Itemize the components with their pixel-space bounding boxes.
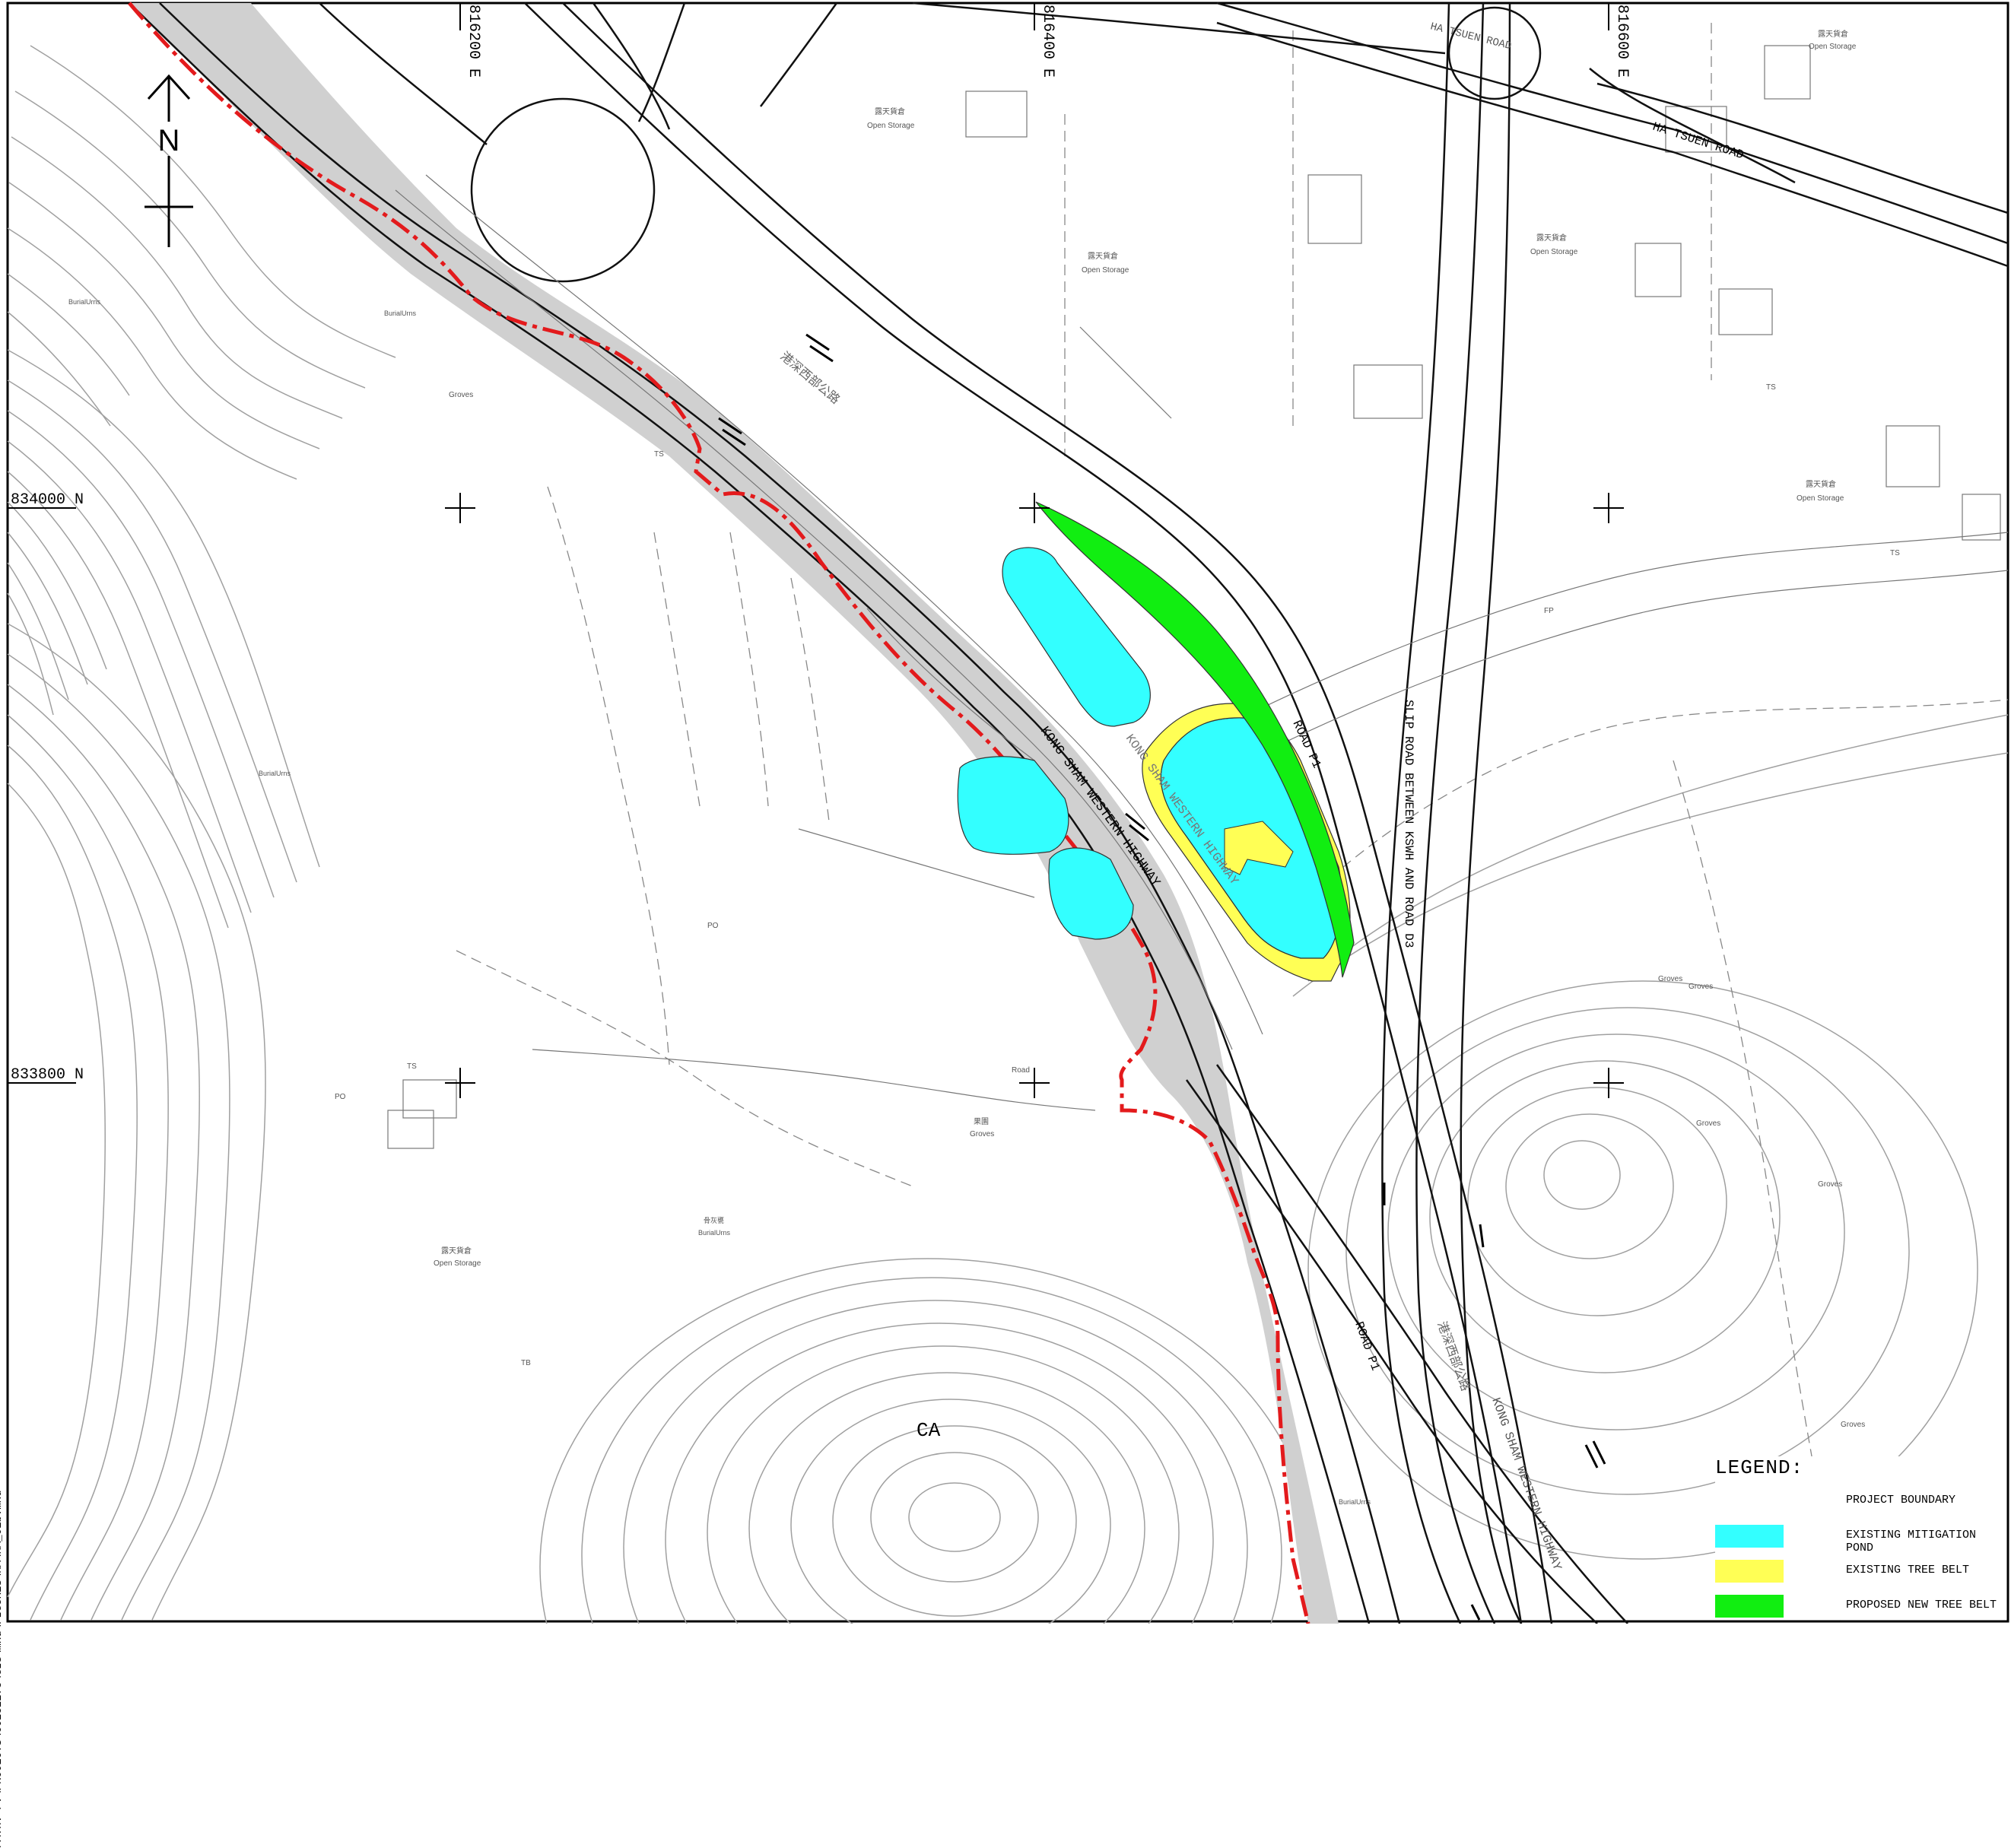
north-arrow	[145, 74, 193, 247]
label-burial-urns-5: BurialUrns	[1339, 1498, 1371, 1506]
road-lines	[129, 2, 2009, 1624]
legend-label: EXISTING TREE BELT	[1846, 1564, 1970, 1577]
label-open-storage-5: Open Storage	[1809, 43, 1857, 51]
label-groves-1: Groves	[449, 391, 473, 399]
legend-item-project-boundary: PROJECT BOUNDARY	[1715, 1487, 2004, 1514]
label-burial-urns-1: BurialUrns	[68, 298, 101, 306]
grid-easting-816400: 816400 E	[1039, 5, 1056, 78]
label-po-2: PO	[335, 1093, 346, 1101]
label-ts-4: TS	[1890, 549, 1900, 557]
label-ts-3: TS	[1766, 383, 1776, 392]
label-burial-urns-2: BurialUrns	[384, 310, 417, 317]
label-ts-1: TS	[654, 450, 664, 459]
legend-swatch-pond	[1715, 1525, 1784, 1548]
legend-label: PROPOSED NEW TREE BELT	[1846, 1599, 1997, 1611]
label-ts-2: TS	[407, 1062, 417, 1071]
pond-north	[1002, 547, 1151, 727]
highway-shaded-area	[129, 3, 1339, 1624]
proposed-new-tree-belt	[1035, 501, 1355, 978]
label-burial-urns-4: BurialUrns	[698, 1229, 731, 1237]
label-open-storage-6: Open Storage	[434, 1259, 481, 1268]
legend: LEGEND: PROJECT BOUNDARY EXISTING MITIGA…	[1715, 1456, 2004, 1620]
label-open-storage-cn-6: 露天貨倉	[441, 1246, 472, 1256]
grid-easting-816200: 816200 E	[465, 5, 482, 78]
label-road-small: Road	[1012, 1066, 1030, 1075]
label-groves-6: Groves	[1818, 1180, 1842, 1189]
road-label-slip-road: SLIP ROAD BETWEEN KSWH AND ROAD D3	[1402, 700, 1415, 948]
label-po-1: PO	[707, 922, 719, 930]
label-groves-5: Groves	[1696, 1119, 1720, 1128]
legend-label: PROJECT BOUNDARY	[1846, 1494, 1956, 1507]
label-groves-cn-1: 果園	[974, 1117, 989, 1126]
area-label-ca: CA	[917, 1419, 941, 1442]
label-open-storage-cn-5: 露天貨倉	[1818, 29, 1848, 39]
label-open-storage-cn-1: 露天貨倉	[875, 106, 905, 116]
legend-item-tree-belt: EXISTING TREE BELT	[1715, 1557, 2004, 1584]
label-groves-7: Groves	[1841, 1421, 1865, 1429]
label-burial-urns-3: BurialUrns	[259, 770, 291, 777]
legend-item-new-tree-belt: PROPOSED NEW TREE BELT	[1715, 1592, 2004, 1619]
label-open-storage-4: Open Storage	[1797, 494, 1844, 503]
traffic-arrows	[718, 333, 1606, 1621]
label-open-storage-cn-2: 露天貨倉	[1088, 251, 1118, 261]
tree-belt-strip	[1224, 821, 1294, 875]
label-open-storage-cn-3: 露天貨倉	[1536, 233, 1567, 243]
grid-northing-834000: 834000 N	[11, 491, 84, 509]
legend-item-mitigation-pond: EXISTING MITIGATION POND	[1715, 1522, 2004, 1554]
north-label: N	[158, 124, 180, 157]
label-burial-urns-cn: 骨灰甕	[704, 1216, 724, 1224]
legend-swatch-boundary	[1715, 1490, 1784, 1513]
grid-tick-lines	[8, 3, 1609, 1084]
pond-south	[1048, 847, 1134, 940]
building-outlines	[387, 45, 2001, 1149]
label-open-storage-2: Open Storage	[1082, 266, 1129, 275]
label-groves-4: Groves	[1689, 983, 1713, 991]
pond-west	[957, 756, 1069, 855]
minor-road-lines	[395, 174, 2009, 1111]
label-open-storage-cn-4: 露天貨倉	[1806, 479, 1836, 489]
site-map[interactable]: N 816200 E 816400 E 816600 E 834000 N 83…	[0, 0, 2011, 1624]
label-open-storage-1: Open Storage	[867, 122, 915, 130]
legend-swatch-tree-belt	[1715, 1560, 1784, 1583]
legend-label: EXISTING MITIGATION POND	[1846, 1529, 1977, 1554]
legend-title: LEGEND:	[1715, 1456, 1804, 1479]
label-open-storage-3: Open Storage	[1530, 248, 1578, 256]
grid-northing-833800: 833800 N	[11, 1066, 84, 1084]
grid-easting-816600: 816600 E	[1613, 5, 1631, 78]
label-groves-3: Groves	[1658, 975, 1682, 983]
legend-swatch-new-tree-belt	[1715, 1595, 1784, 1618]
label-tb: TB	[521, 1359, 531, 1367]
label-groves-2: Groves	[970, 1130, 994, 1138]
right-hill-contours	[1292, 714, 2009, 1560]
file-path-text: PATH: P:\PROJECTS\60232278\GIS\mxd\FIGUR…	[0, 1490, 5, 1848]
label-fp: FP	[1544, 607, 1554, 615]
contour-lines	[7, 45, 396, 1621]
grid-crosses	[445, 493, 1624, 1098]
